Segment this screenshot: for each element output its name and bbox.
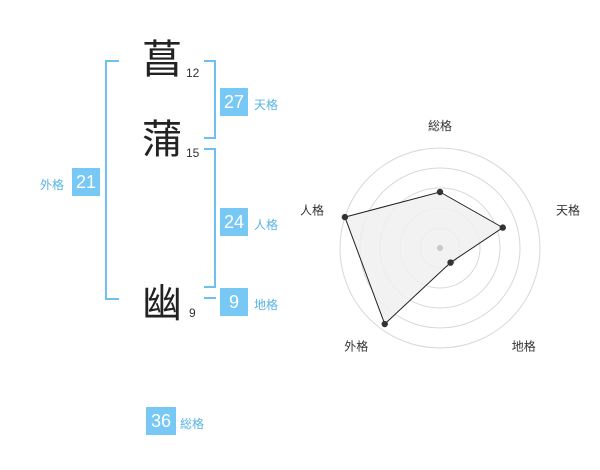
radar-points: [341, 188, 506, 328]
radar-axis-label: 外格: [344, 339, 368, 354]
tenkaku-label: 天格: [254, 98, 279, 112]
radar-point: [436, 188, 444, 196]
stroke-count-3: 9: [189, 306, 196, 320]
stroke-count-1: 12: [186, 66, 200, 80]
radar-axis-label: 地格: [512, 339, 536, 354]
radar-point: [447, 259, 454, 266]
stroke-count-2: 15: [186, 146, 200, 160]
jinkaku-value: 24: [220, 208, 248, 236]
gaikaku-label: 外格: [40, 178, 65, 192]
radar-axis-label: 総格: [428, 118, 452, 133]
radar-point: [499, 224, 506, 231]
radar-point: [341, 213, 349, 221]
radar-point: [381, 320, 388, 328]
name-char-1: 菖: [142, 37, 182, 83]
tenkaku-bracket: [204, 60, 216, 139]
radar-axis-label: 人格: [300, 202, 324, 217]
chikaku-value: 9: [220, 288, 248, 316]
chikaku-bracket: [204, 297, 216, 299]
radar-center-dot: [437, 245, 443, 251]
outer-bracket: [105, 60, 119, 300]
tenkaku-value: 27: [220, 88, 248, 116]
gaikaku-value: 21: [72, 168, 100, 196]
name-char-3: 幽: [142, 281, 182, 327]
chikaku-label: 地格: [254, 298, 279, 312]
radar-axis-label: 天格: [556, 202, 580, 217]
soukaku-value: 36: [146, 407, 176, 435]
jinkaku-bracket: [204, 148, 216, 288]
radar-polygon: [344, 191, 504, 325]
name-char-2: 蒲: [142, 117, 182, 163]
jinkaku-label: 人格: [254, 218, 279, 232]
soukaku-label: 総格: [180, 417, 205, 431]
